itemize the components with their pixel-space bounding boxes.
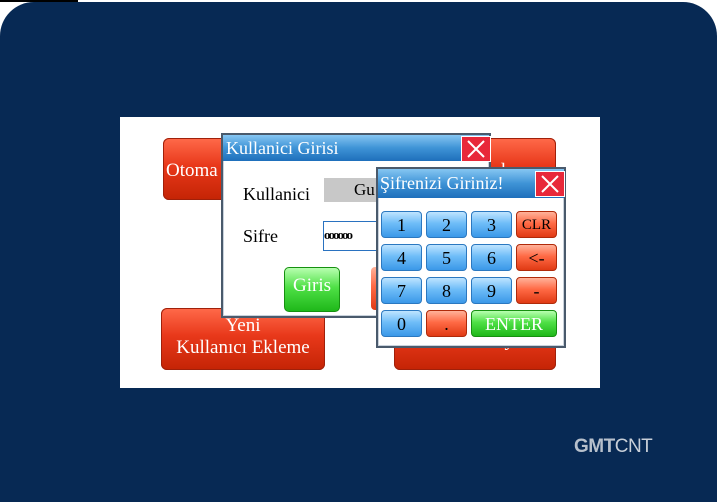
key-7-label: 7 bbox=[397, 281, 406, 301]
key-8[interactable]: 8 bbox=[426, 277, 467, 304]
login-dialog-title: Kullanici Girisi bbox=[226, 138, 339, 158]
logo-bold-text: GMT bbox=[574, 436, 615, 457]
login-dialog-titlebar: Kullanici Girisi bbox=[223, 135, 491, 162]
logo-light-text: CNT bbox=[614, 436, 653, 457]
key-4[interactable]: 4 bbox=[381, 244, 422, 271]
keypad-close-button[interactable] bbox=[535, 171, 565, 197]
close-icon bbox=[467, 140, 485, 158]
key-6[interactable]: 6 bbox=[471, 244, 512, 271]
close-icon bbox=[541, 175, 559, 193]
top-edge-line bbox=[0, 0, 78, 2]
yeni-label: Yeni bbox=[225, 315, 261, 336]
key-minus[interactable]: - bbox=[516, 277, 557, 304]
login-button-label: Giris bbox=[293, 275, 331, 296]
kullanici-ekleme-label: Kullanıcı Ekleme bbox=[176, 337, 310, 358]
key-5-label: 5 bbox=[442, 248, 451, 268]
keypad-title: Şifrenizi Giriniz! bbox=[380, 173, 504, 193]
user-label: Kullanici bbox=[243, 184, 310, 204]
key-enter[interactable]: ENTER bbox=[471, 310, 557, 337]
password-field[interactable]: oooooo bbox=[323, 221, 383, 251]
user-field[interactable]: Gu bbox=[324, 178, 384, 202]
key-3[interactable]: 3 bbox=[471, 211, 512, 238]
key-dot[interactable]: . bbox=[426, 310, 467, 337]
key-backspace[interactable]: <- bbox=[516, 244, 557, 271]
gmtcnt-logo: GMTCNT bbox=[574, 436, 653, 458]
key-1[interactable]: 1 bbox=[381, 211, 422, 238]
key-1-label: 1 bbox=[397, 215, 406, 235]
key-2[interactable]: 2 bbox=[426, 211, 467, 238]
key-3-label: 3 bbox=[487, 215, 496, 235]
key-minus-label: - bbox=[533, 281, 540, 301]
key-6-label: 6 bbox=[487, 248, 496, 268]
key-clr[interactable]: CLR bbox=[516, 211, 557, 238]
password-keypad-dialog: Şifrenizi Giriniz! 1 2 3 CLR 4 5 6 <- 7 … bbox=[376, 167, 566, 348]
key-9[interactable]: 9 bbox=[471, 277, 512, 304]
key-dot-label: . bbox=[444, 314, 449, 334]
key-0-label: 0 bbox=[397, 314, 406, 334]
keypad-titlebar: Şifrenizi Giriniz! bbox=[378, 169, 565, 198]
password-mask: oooooo bbox=[324, 227, 353, 242]
key-backspace-label: <- bbox=[528, 248, 545, 268]
otomatik-label: Otoma bbox=[166, 160, 218, 181]
user-value: Gu bbox=[354, 180, 375, 199]
key-2-label: 2 bbox=[442, 215, 451, 235]
key-7[interactable]: 7 bbox=[381, 277, 422, 304]
login-close-button[interactable] bbox=[461, 136, 491, 162]
key-8-label: 8 bbox=[442, 281, 451, 301]
key-4-label: 4 bbox=[397, 248, 406, 268]
key-9-label: 9 bbox=[487, 281, 496, 301]
key-enter-label: ENTER bbox=[485, 314, 543, 334]
key-clr-label: CLR bbox=[521, 217, 552, 233]
password-label: Sifre bbox=[243, 226, 278, 246]
key-5[interactable]: 5 bbox=[426, 244, 467, 271]
login-button[interactable]: Giris bbox=[284, 267, 340, 312]
yeni-kullanici-ekleme-button[interactable]: Yeni Kullanıcı Ekleme bbox=[161, 308, 325, 370]
key-0[interactable]: 0 bbox=[381, 310, 422, 337]
